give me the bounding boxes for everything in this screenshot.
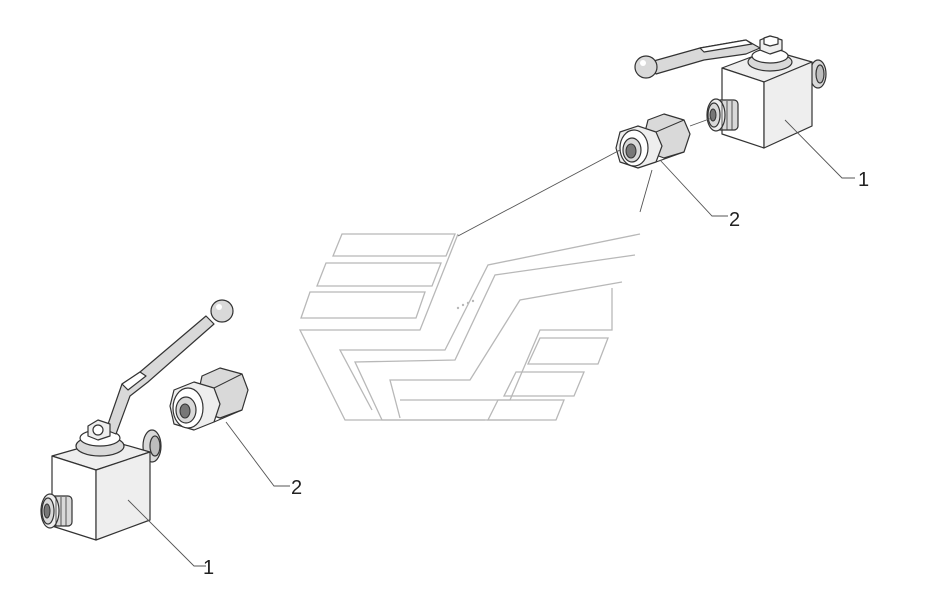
- bottom-leaders: [127, 421, 290, 567]
- callout-bottom-valve: 1: [203, 557, 214, 579]
- top-fitting: [615, 113, 691, 169]
- bottom-fitting: [169, 367, 249, 431]
- top-ball-valve: [634, 35, 827, 149]
- callout-top-valve: 1: [858, 169, 869, 191]
- callout-bottom-fitting: 2: [291, 477, 302, 499]
- watermark-logo: [298, 233, 641, 421]
- top-leaders: [457, 117, 855, 237]
- bottom-ball-valve: [40, 299, 234, 541]
- callout-top-fitting: 2: [729, 209, 740, 231]
